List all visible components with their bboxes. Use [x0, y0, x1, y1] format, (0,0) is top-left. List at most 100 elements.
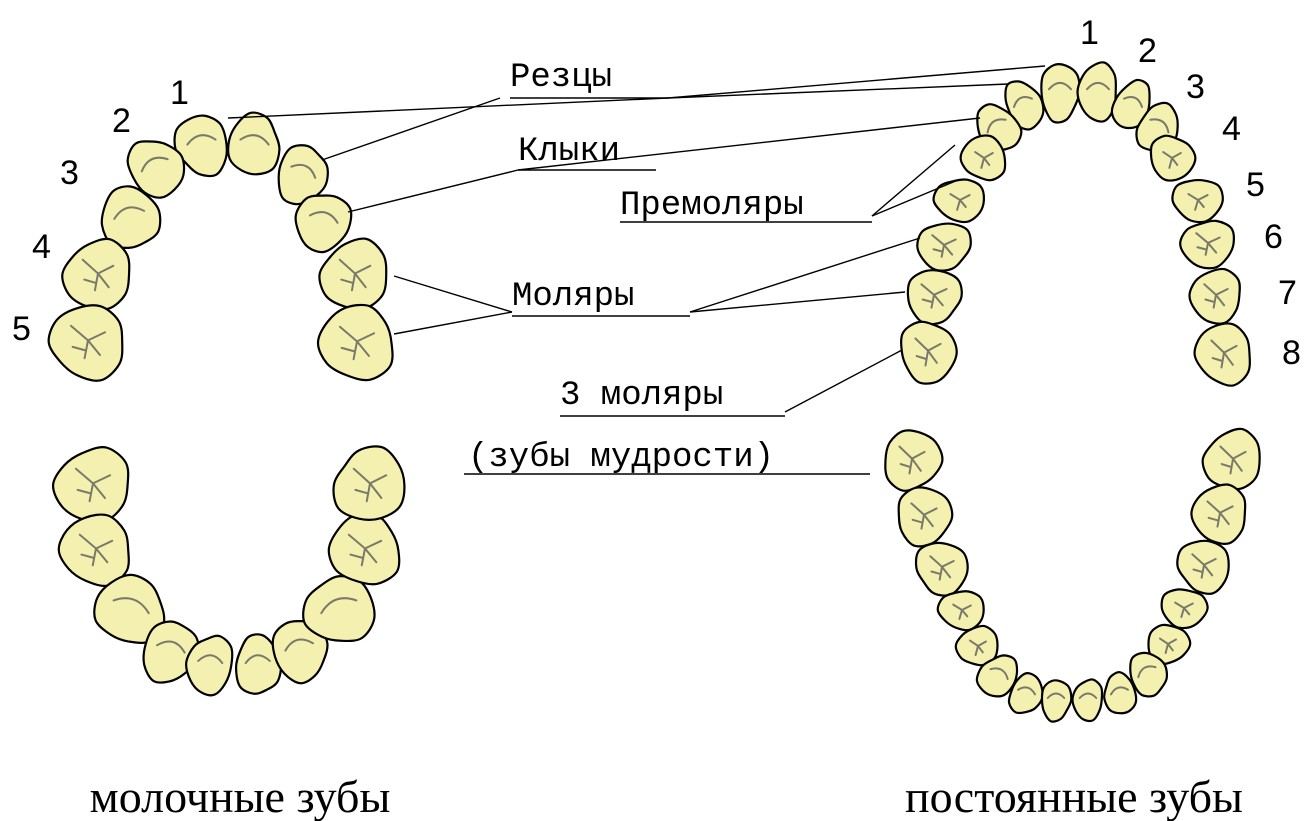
- tooth-groove: [1174, 601, 1194, 618]
- leader-incisors-primary-1: [227, 97, 669, 119]
- primary-lower-left-incisor-1: [185, 634, 234, 697]
- tooth-groove: [1137, 665, 1157, 679]
- tooth-groove: [1206, 500, 1234, 528]
- tooth-groove: [140, 156, 169, 173]
- tooth-groove: [197, 654, 224, 665]
- primary-upper-left-molar-2: [47, 304, 124, 382]
- tooth-crown: [1193, 322, 1251, 387]
- tooth-groove: [931, 234, 957, 258]
- tooth-crown: [318, 237, 388, 310]
- leader-lines: [227, 65, 1046, 413]
- tooth-groove: [186, 134, 217, 146]
- primary-lower-right-incisor-1: [234, 633, 283, 695]
- tooth-groove: [949, 193, 971, 211]
- permanent-teeth-caption: постоянные зубы: [905, 771, 1243, 821]
- tooth-groove: [308, 211, 339, 224]
- tooth-crown: [100, 185, 162, 249]
- tooth-groove: [920, 283, 948, 309]
- tooth-groove: [1159, 637, 1177, 654]
- permanent-lower-left-premolar-2: [936, 590, 985, 632]
- permanent-lower-left-molar-3: [884, 429, 944, 492]
- primary-lower-right-molar-2: [332, 445, 406, 521]
- tooth-groove: [989, 667, 1009, 681]
- permanent-upper-left-incisor-2: [1004, 80, 1045, 131]
- primary-lower-left-incisor-2: [142, 620, 200, 684]
- permanent-lower-left-molar-1: [914, 541, 969, 597]
- leader-incisors-permanent-1: [667, 65, 1046, 99]
- permanent-lower-right-premolar-1: [1147, 623, 1192, 666]
- tooth-crown: [234, 633, 283, 695]
- primary-number-3: 3: [60, 154, 79, 192]
- primary-upper-left-canine: [100, 185, 162, 249]
- tooth-crown: [1004, 80, 1045, 131]
- leader-premolars-2: [871, 179, 959, 217]
- tooth-crown: [126, 140, 186, 199]
- tooth-groove: [1013, 96, 1033, 109]
- tooth-groove: [1191, 553, 1217, 579]
- tooth-groove: [1109, 686, 1129, 696]
- leader-incisors-permanent-2: [667, 83, 1009, 99]
- permanent-upper-left-molar-1: [916, 222, 972, 272]
- tooth-groove: [347, 533, 383, 567]
- primary-number-2: 2: [112, 102, 131, 140]
- tooth-groove: [113, 206, 146, 220]
- tooth-groove: [290, 163, 317, 179]
- tooth-crown: [316, 303, 394, 382]
- tooth-groove: [1149, 118, 1170, 134]
- canines-label: Клыки: [518, 133, 620, 171]
- tooth-crown: [1190, 483, 1247, 545]
- tooth-crown: [1188, 267, 1241, 325]
- primary-number-4: 4: [32, 228, 51, 266]
- tooth-groove: [1195, 232, 1221, 256]
- leader-molars-permanent-2: [689, 291, 906, 313]
- tooth-crown: [1040, 679, 1073, 723]
- premolars-label: Премоляры: [620, 187, 804, 225]
- primary-lower-left-molar-2: [51, 445, 130, 523]
- tooth-crown: [142, 620, 200, 684]
- permanent-lower-left-incisor-2: [1007, 672, 1044, 715]
- teeth-layer: [47, 61, 1261, 723]
- permanent-upper-left-molar-3: [900, 320, 958, 385]
- primary-number-5: 5: [12, 310, 31, 348]
- permanent-lower-right-incisor-2: [1103, 671, 1138, 715]
- permanent-lower-right-incisor-1: [1071, 678, 1104, 723]
- permanent-upper-left-premolar-1: [959, 134, 1007, 182]
- primary-upper-right-incisor-1: [227, 111, 281, 176]
- tooth-groove: [952, 603, 972, 620]
- tooth-crown: [294, 194, 353, 254]
- permanent-upper-right-molar-3: [1193, 322, 1251, 387]
- permanent-lower-left-canine: [975, 654, 1019, 698]
- canines-label-group: Клыки: [518, 133, 656, 171]
- incisors-label-group: Резцы: [510, 59, 668, 99]
- tooth-groove: [974, 151, 994, 169]
- tooth-groove: [1162, 151, 1182, 169]
- tooth-groove: [284, 638, 314, 652]
- tooth-groove: [1123, 96, 1143, 109]
- tooth-crown: [61, 237, 131, 311]
- tooth-groove: [910, 502, 938, 530]
- tooth-groove: [112, 597, 150, 615]
- tooth-crown: [47, 304, 124, 382]
- third-molars-label: 3 моляры: [560, 377, 723, 415]
- tooth-groove: [929, 555, 955, 581]
- wisdom-teeth-label: (зубы мудрости): [468, 439, 774, 477]
- primary-numbers: 1 2 3 4 5: [12, 74, 189, 348]
- permanent-number-6: 6: [1264, 218, 1283, 256]
- permanent-numbers: 1 2 3 4 5 6 7 8: [1080, 14, 1301, 372]
- permanent-number-2: 2: [1138, 32, 1157, 70]
- permanent-upper-right-molar-1: [1179, 219, 1235, 270]
- primary-upper-left-incisor-2: [126, 140, 186, 199]
- tooth-groove: [338, 325, 376, 361]
- primary-lower-left-canine: [93, 573, 166, 644]
- tooth-groove: [914, 337, 942, 367]
- tooth-groove: [1017, 686, 1037, 696]
- tooth-crown: [1007, 672, 1044, 715]
- tooth-groove: [78, 533, 114, 567]
- tooth-groove: [969, 639, 987, 656]
- primary-upper-left-molar-1: [61, 237, 131, 311]
- primary-teeth-caption: молочные зубы: [90, 771, 391, 821]
- tooth-crown: [1076, 61, 1118, 123]
- tooth-crown: [1129, 651, 1169, 698]
- permanent-upper-left-molar-2: [906, 269, 963, 326]
- permanent-lower-right-molar-3: [1201, 427, 1261, 491]
